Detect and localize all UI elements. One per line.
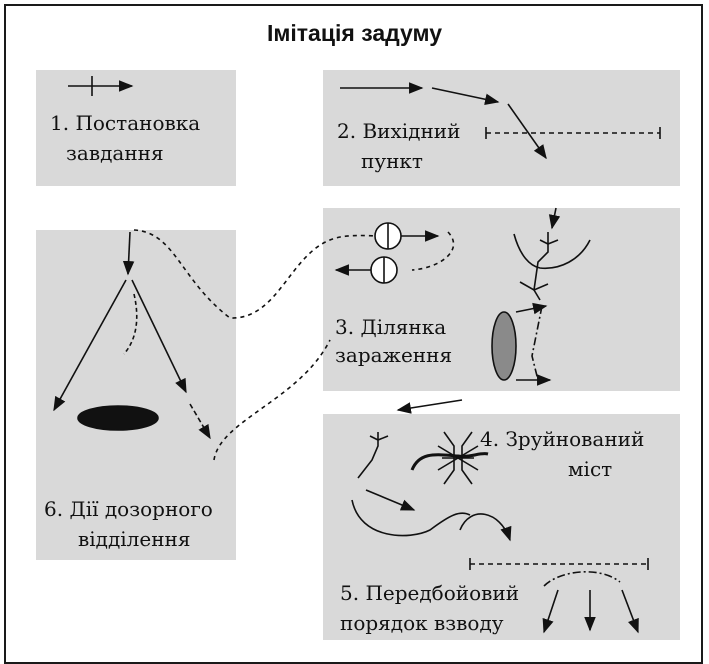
label-patrol-squad: 6. Дії дозорного: [44, 497, 213, 521]
dashed-route-path: [411, 231, 455, 271]
panel-patrol-squad: [36, 230, 236, 560]
diagram-title: Імітація задуму: [267, 20, 442, 46]
dashed-route-path: [133, 229, 379, 319]
panel-starting-point: [323, 70, 680, 186]
terrain-lines: [513, 207, 591, 386]
destroyed-bridge-icon: [410, 431, 489, 485]
label-destroyed-bridge: 4. Зруйнований: [480, 427, 645, 451]
patrol-arrows: [53, 231, 211, 440]
panel-task-setting: [36, 70, 236, 186]
label-contamination-area: 3. Ділянка: [335, 315, 447, 339]
label-contamination-area: зараження: [335, 343, 453, 367]
label-starting-point: 2. Вихідний: [337, 119, 461, 143]
obstacle-ellipse: [77, 405, 159, 431]
label-task-setting: 1. Постановка: [50, 111, 201, 135]
label-task-setting: завдання: [66, 141, 164, 165]
cross-arrow-icon: [68, 76, 134, 96]
route-marker-icon: [374, 222, 440, 250]
start-line-dashed: [485, 127, 661, 139]
terrain-lines: [351, 432, 512, 542]
label-pre-combat-order: 5. Передбойовий: [340, 581, 520, 605]
dashed-route-path: [213, 339, 331, 461]
label-patrol-squad: відділення: [78, 527, 191, 551]
label-pre-combat-order: порядок взводу: [340, 611, 504, 635]
contamination-ellipse: [491, 311, 517, 381]
route-arrows: [340, 82, 547, 160]
label-starting-point: пункт: [361, 149, 423, 173]
deployment-line-dashed: [469, 558, 649, 587]
route-marker-icon: [334, 256, 398, 284]
direction-arrow: [396, 399, 463, 414]
label-destroyed-bridge: міст: [568, 457, 613, 481]
deployment-arrows: [542, 589, 639, 634]
